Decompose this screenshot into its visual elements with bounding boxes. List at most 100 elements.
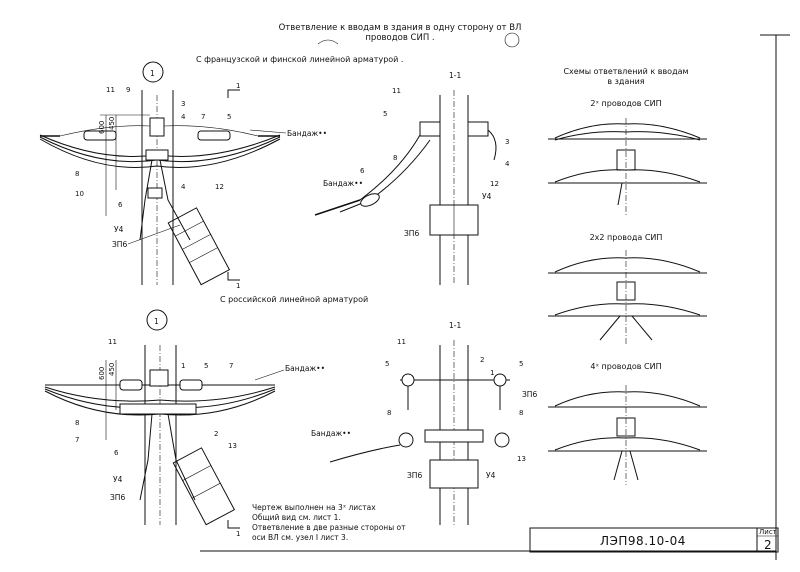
schemes-column: Схемы ответвлений к вводам в здания 2ˣ п… — [548, 67, 707, 485]
main-bundle-lower — [39, 138, 281, 168]
drawing-title-line1: Ответвление к вводам в здания в одну сто… — [279, 23, 522, 33]
spacer-bar-b — [119, 403, 197, 415]
note-line-2: Общий вид см. лист 1. — [252, 513, 341, 522]
num-bottom-front-13: 13 — [228, 442, 237, 450]
scheme1-bundle-bot-a — [554, 169, 701, 183]
side-branch-a — [329, 134, 421, 211]
label-zp6-bottom-side: ЗП6 — [407, 471, 422, 480]
scheme1-bundle-top-a — [554, 123, 701, 139]
ladder-rung — [189, 247, 218, 263]
side-insulator — [360, 193, 380, 207]
num-top-side-8: 8 — [393, 154, 397, 162]
branch-b-a — [139, 413, 153, 501]
num-top-front-8: 8 — [75, 170, 79, 178]
side-bracket-right — [467, 121, 489, 137]
side-plate-u4-b — [429, 459, 479, 489]
ladder-rung-b — [191, 482, 221, 499]
num-bottom-front-2: 2 — [214, 430, 218, 438]
side-insulator-right-b — [493, 373, 507, 387]
cut-label-top-lower: 1 — [236, 282, 240, 290]
branch-line-b — [159, 159, 191, 241]
num-top-front-4b: 4 — [181, 183, 186, 191]
num-top-side-6: 6 — [360, 167, 365, 175]
sheet-label: Лист — [759, 528, 777, 536]
lower-bracket — [147, 187, 163, 199]
num-bottom-side-8-left: 8 — [387, 409, 391, 417]
leader-bandage-b — [254, 369, 285, 381]
pole-bracket-b — [149, 369, 169, 387]
side-bracket-left — [419, 121, 441, 137]
scheme2-drops — [599, 315, 653, 341]
ladder-rung — [182, 234, 211, 250]
top-front-view: 1 600 450 Бандаж•• — [39, 61, 327, 290]
side-hook — [487, 129, 497, 161]
num-bottom-side-11: 11 — [397, 338, 406, 346]
scheme2-bundle-bot-a — [554, 303, 701, 316]
num-top-side-11: 11 — [392, 87, 401, 95]
node-number-bottom: 1 — [154, 317, 159, 326]
clamp-b-left — [119, 379, 143, 391]
branch-line-a — [139, 159, 153, 241]
num-bottom-side-13: 13 — [517, 455, 526, 463]
num-bottom-front-7b: 7 — [75, 436, 79, 444]
scheme-label-1: 2ˣ проводов СИП — [590, 99, 661, 108]
top-side-view: 1-1 Бандаж•• У4 ЗП6 11 5 3 8 4 6 12 — [314, 71, 510, 285]
num-bottom-front-7: 7 — [229, 362, 233, 370]
num-bottom-front-1: 1 — [181, 362, 185, 370]
num-top-front-7: 7 — [201, 113, 205, 121]
label-u4-bottom-side: У4 — [486, 471, 496, 480]
dim-450-top: 450 — [108, 117, 116, 130]
branch-b-b — [167, 413, 196, 501]
bottom-section-title: С российской линейной арматурой — [220, 295, 368, 304]
label-bandage-top-front: Бандаж•• — [287, 129, 327, 138]
num-top-front-11: 11 — [106, 86, 115, 94]
top-section-title: С французской и финской линейной арматур… — [196, 55, 403, 64]
num-bottom-front-6: 6 — [114, 449, 119, 457]
num-top-front-12: 12 — [215, 183, 224, 191]
ladder-frame — [167, 207, 231, 286]
side-branch-bandage-b — [329, 444, 401, 463]
stamp-box — [529, 527, 779, 553]
sheet-number: 2 — [764, 538, 772, 552]
scheme1-drop — [617, 182, 623, 206]
label-bandage-bottom-front: Бандаж•• — [285, 364, 325, 373]
drawing-title-line2: проводов СИП . — [365, 33, 434, 43]
label-bandage-bottom-side: Бандаж•• — [311, 429, 351, 438]
title-decor-arc — [317, 39, 339, 45]
leader-bandage — [249, 129, 287, 134]
messenger-wire — [59, 125, 259, 137]
dim-450-bottom: 450 — [108, 363, 116, 376]
num-top-side-12: 12 — [490, 180, 499, 188]
ladder-rung-b — [182, 465, 212, 481]
num-bottom-side-5-right: 5 — [519, 360, 523, 368]
num-top-front-10: 10 — [75, 190, 84, 198]
num-bottom-front-5: 5 — [204, 362, 208, 370]
num-top-front-3: 3 — [181, 100, 185, 108]
tension-clamp-right — [197, 130, 231, 141]
num-top-side-5: 5 — [383, 110, 387, 118]
dim-600-bottom: 600 — [98, 367, 106, 380]
ladder-u4 — [167, 207, 231, 286]
num-bottom-side-1: 1 — [490, 369, 494, 377]
num-bottom-side-2: 2 — [480, 356, 484, 364]
scheme2-bundle-top-a — [554, 257, 701, 273]
label-bandage-top-side: Бандаж•• — [323, 179, 363, 188]
section-label-top: 1-1 — [449, 71, 461, 80]
cut-mark-top-lower — [227, 272, 240, 281]
num-bottom-side-5-left: 5 — [385, 360, 389, 368]
ladder-u4-b — [172, 447, 236, 526]
side-insulator-left-b — [401, 373, 415, 387]
title-block: ЛЭП98.10-04 Лист 2 — [529, 527, 779, 553]
branch-clamp — [145, 149, 169, 161]
num-top-side-4: 4 — [505, 160, 510, 168]
cut-label-bottom: 1 — [236, 530, 240, 538]
num-top-front-6: 6 — [118, 201, 123, 209]
scheme-label-3: 4ˣ проводов СИП — [590, 362, 661, 371]
pole-bracket — [149, 117, 165, 137]
cut-label-top-upper: 1 — [236, 82, 240, 90]
num-bottom-front-11: 11 — [108, 338, 117, 346]
scheme3-drops — [613, 450, 639, 481]
ladder-frame-b — [172, 447, 236, 526]
label-u4-top-front: У4 — [114, 225, 124, 234]
schemes-title-line1: Схемы ответвлений к вводам — [563, 67, 688, 76]
